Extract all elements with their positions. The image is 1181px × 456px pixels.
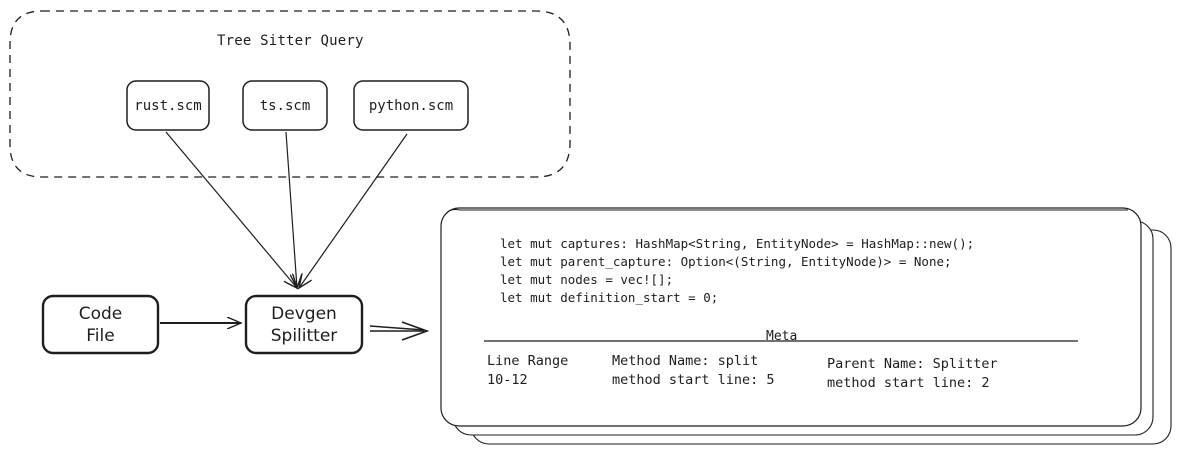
code-line: let mut definition_start = 0; — [500, 290, 719, 305]
splitter-node: Devgen Spilitter — [246, 296, 362, 353]
code-file-box — [41, 294, 160, 355]
code-line: let mut parent_capture: Option<(String, … — [500, 254, 952, 269]
ts-scm-box — [242, 80, 328, 131]
splitter-line-1: Devgen — [271, 303, 337, 324]
code-line: let mut nodes = vec![]; — [500, 272, 674, 287]
rust-scm-box — [126, 80, 210, 131]
line-range-label: Line Range — [487, 353, 569, 369]
output-code-block: let mut captures: HashMap<String, Entity… — [500, 235, 974, 307]
output-card-front — [440, 207, 1142, 427]
python-scm-box — [353, 80, 469, 131]
parent-start-line: method start line: 2 — [827, 375, 990, 391]
code-file-node: Code File — [43, 296, 158, 353]
line-range-column: Line Range 10-12 — [487, 352, 568, 390]
code-file-line-2: File — [86, 325, 115, 346]
python-scm-label: python.scm — [368, 97, 454, 114]
method-start-line: method start line: 5 — [612, 372, 775, 388]
splitter-line-2: Spilitter — [270, 325, 338, 346]
rust-scm-file: rust.scm — [127, 81, 209, 130]
ts-scm-file: ts.scm — [243, 81, 327, 130]
meta-title: Meta — [766, 329, 798, 344]
python-scm-file: python.scm — [354, 81, 468, 130]
parent-column: Parent Name: Splitter method start line:… — [827, 355, 998, 393]
splitter-box — [244, 294, 364, 355]
parent-name: Parent Name: Splitter — [827, 356, 998, 372]
ts-scm-label: ts.scm — [259, 97, 311, 114]
line-range-value: 10-12 — [487, 372, 528, 388]
method-name: Method Name: split — [612, 353, 759, 369]
query-group-border — [9, 10, 571, 178]
rust-to-splitter-arrow — [165, 131, 297, 288]
python-to-splitter-arrow — [299, 133, 408, 288]
splitter-to-output-arrow — [369, 321, 430, 341]
rust-scm-label: rust.scm — [134, 97, 202, 114]
query-group-title: Tree Sitter Query — [217, 33, 364, 49]
method-column: Method Name: split method start line: 5 — [612, 352, 775, 390]
code-file-line-1: Code — [78, 303, 123, 324]
ts-to-splitter-arrow — [285, 131, 297, 288]
code-line: let mut captures: HashMap<String, Entity… — [500, 236, 975, 251]
